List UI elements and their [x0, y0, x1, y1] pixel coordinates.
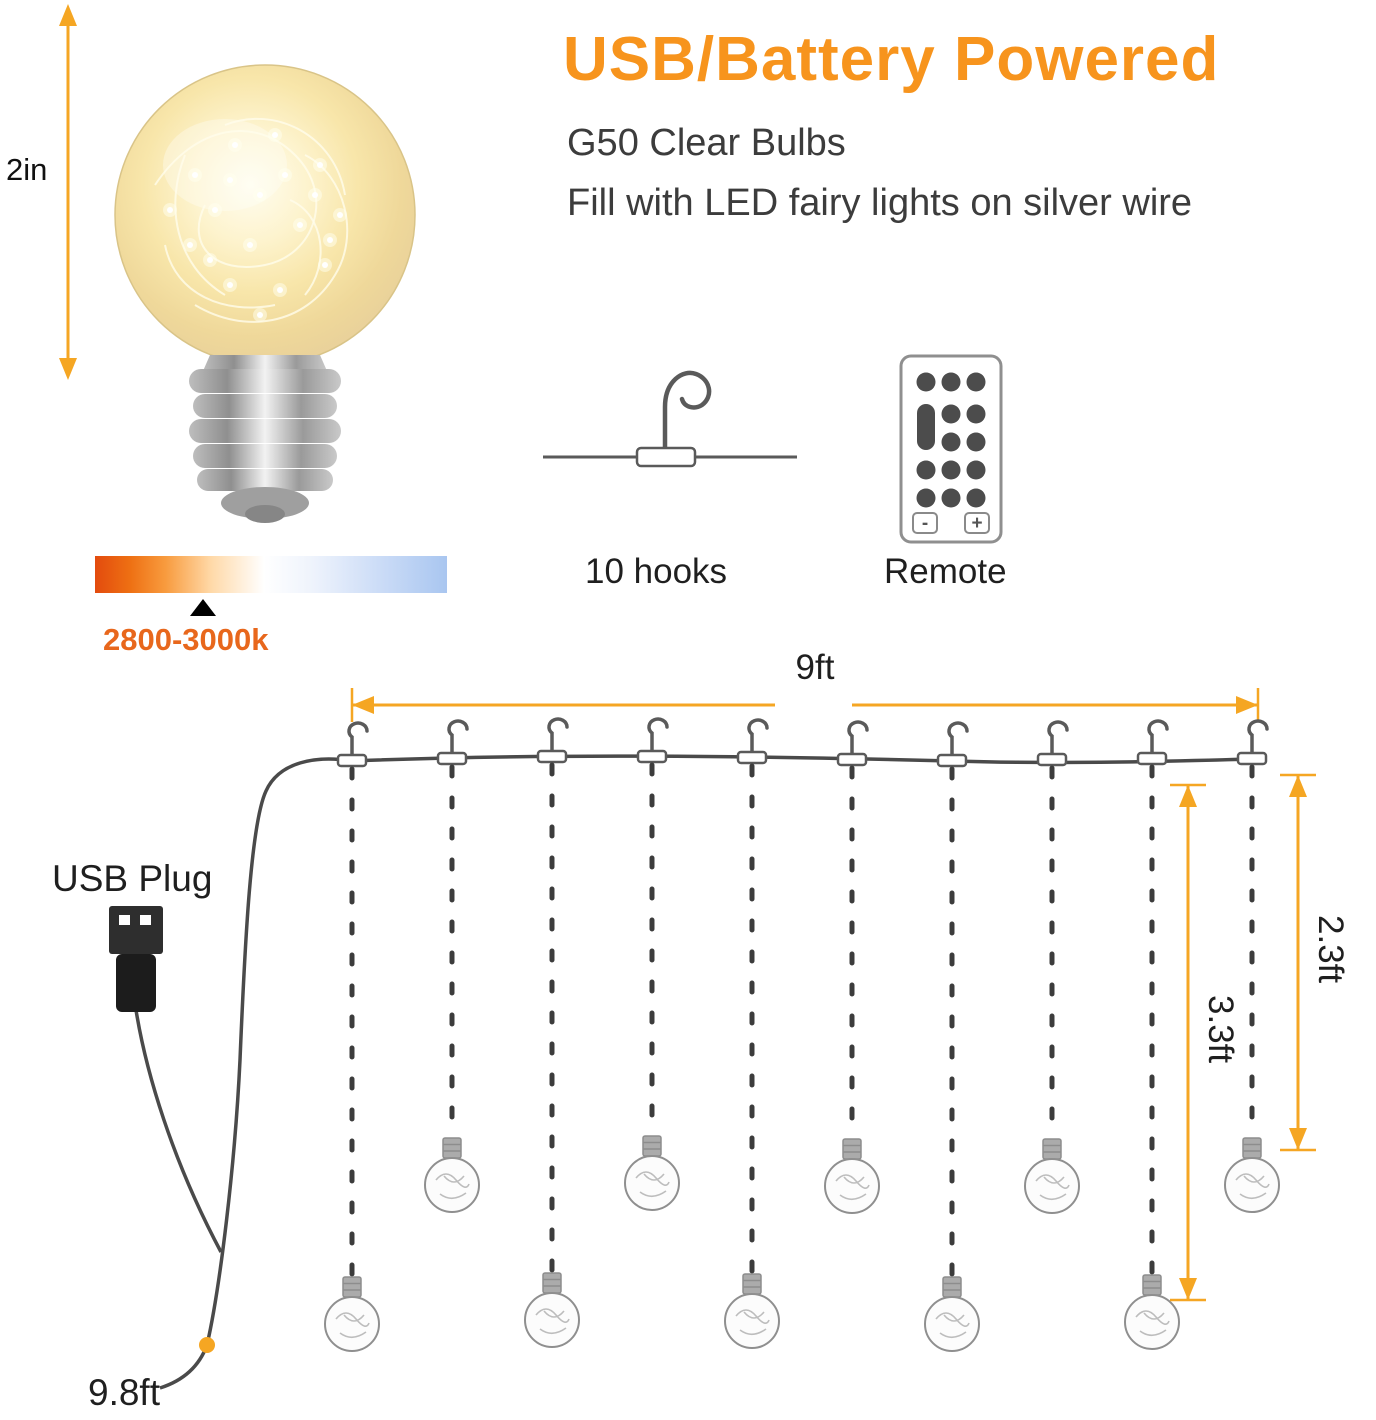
remote-plus-glyph: +	[971, 513, 982, 534]
usb-cable	[134, 1009, 223, 1253]
light-drops	[325, 719, 1279, 1351]
bulb-height-arrow-icon	[59, 4, 77, 380]
temperature-marker-icon	[190, 599, 216, 616]
subtitle-bulb-type: G50 Clear Bulbs	[567, 122, 846, 164]
fairy-led-dots	[163, 128, 347, 322]
long-drop-dimension-arrow-icon	[1170, 783, 1206, 1302]
temperature-gradient-bar	[95, 556, 447, 593]
bulb-screw-base	[189, 355, 341, 523]
short-drop-dimension-label: 2.3ft	[1311, 915, 1350, 984]
bulb-photo	[114, 64, 416, 523]
cord-junction-dot	[199, 1337, 215, 1353]
remote-plus-button-icon	[964, 512, 990, 534]
page-title: USB/Battery Powered	[563, 25, 1220, 94]
temperature-label: 2800-3000k	[103, 622, 269, 657]
subtitle-description: Fill with LED fairy lights on silver wir…	[567, 182, 1193, 224]
hooks-count-label: 10 hooks	[585, 552, 728, 591]
short-drop-dimension-arrow-icon	[1280, 773, 1316, 1152]
curtain-lights-diagram	[109, 688, 1316, 1390]
usb-plug-label: USB Plug	[52, 858, 213, 899]
remote-minus-glyph: -	[922, 513, 928, 534]
usb-plug-icon	[109, 906, 163, 1012]
long-drop-dimension-label: 3.3ft	[1201, 995, 1240, 1064]
width-dimension-label: 9ft	[795, 648, 835, 687]
remote-label: Remote	[884, 552, 1007, 591]
remote-minus-button-icon	[912, 512, 938, 534]
cord-length-label: 9.8ft	[88, 1372, 160, 1413]
remote-icon: - +	[899, 354, 1003, 544]
hook-icon	[543, 370, 797, 468]
bulb-height-label: 2in	[6, 152, 48, 187]
power-cord	[159, 754, 1253, 1390]
width-dimension-arrow-icon	[350, 688, 1260, 722]
